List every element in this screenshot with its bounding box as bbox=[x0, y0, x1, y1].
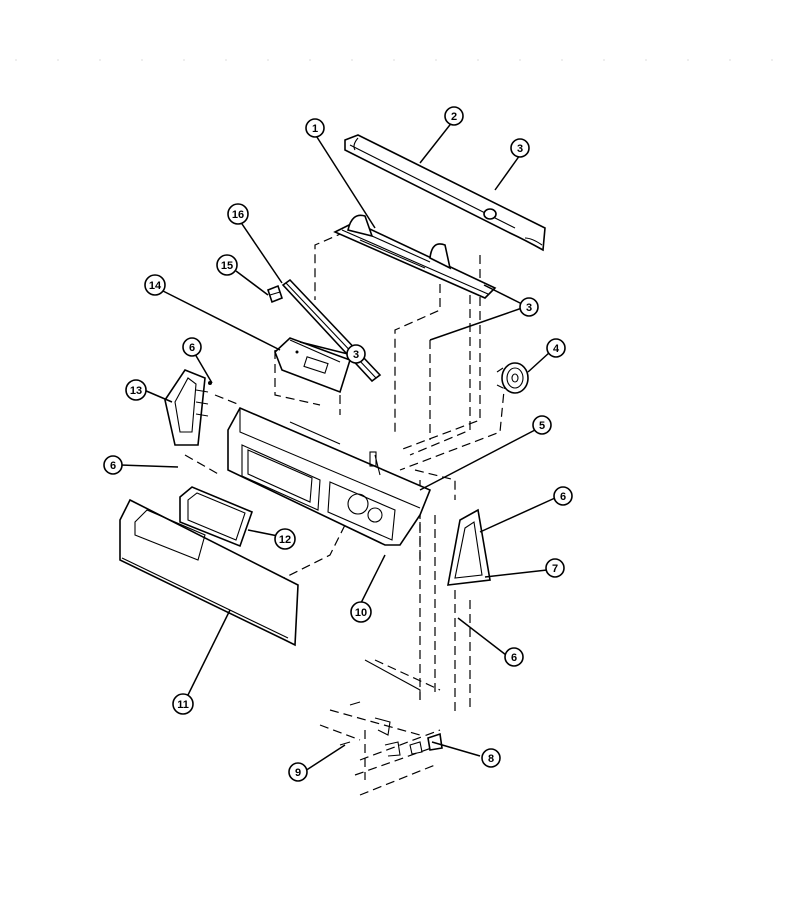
top-cover-strip bbox=[344, 134, 546, 252]
callout-7: 7 bbox=[545, 558, 565, 578]
control-knob bbox=[496, 362, 529, 394]
callout-8-label: 8 bbox=[488, 753, 494, 765]
callout-3-top: 3 bbox=[510, 138, 530, 158]
callout-12-label: 12 bbox=[279, 534, 291, 546]
callout-6-left-bottom-label: 6 bbox=[110, 460, 116, 472]
callout-7-label: 7 bbox=[552, 563, 558, 575]
callout-5-label: 5 bbox=[539, 420, 545, 432]
callout-6-right-bottom-label: 6 bbox=[511, 652, 517, 664]
callout-6-right-top-label: 6 bbox=[560, 491, 566, 503]
right-end-cap bbox=[447, 508, 491, 586]
callout-3-right-label: 3 bbox=[526, 302, 532, 314]
leader-lines bbox=[119, 120, 556, 772]
callout-5: 5 bbox=[532, 415, 552, 435]
left-end-cap bbox=[164, 369, 212, 446]
callout-6-right-top: 6 bbox=[553, 486, 573, 506]
hinge-bracket-bar bbox=[333, 214, 497, 299]
window-lens bbox=[179, 486, 254, 548]
callout-3-module: 3 bbox=[346, 344, 366, 364]
lower-bracket-assembly bbox=[339, 659, 443, 757]
callout-10-label: 10 bbox=[355, 607, 367, 619]
callout-2: 2 bbox=[444, 106, 464, 126]
callout-16-label: 16 bbox=[232, 209, 244, 221]
callout-9-label: 9 bbox=[295, 767, 301, 779]
callout-6-left-top-label: 6 bbox=[189, 342, 195, 354]
callout-16: 16 bbox=[227, 203, 249, 225]
callout-11: 11 bbox=[172, 693, 194, 715]
callout-3-right: 3 bbox=[519, 297, 539, 317]
callout-1-label: 1 bbox=[312, 123, 318, 135]
small-clip bbox=[267, 284, 283, 304]
callout-4-label: 4 bbox=[553, 343, 560, 355]
callout-9: 9 bbox=[288, 762, 308, 782]
assembly-guide-lines bbox=[184, 231, 506, 796]
callout-6-left-top: 6 bbox=[182, 337, 202, 357]
callout-10: 10 bbox=[350, 601, 372, 623]
main-console-panel bbox=[227, 406, 432, 546]
control-module bbox=[274, 337, 351, 394]
callout-2-label: 2 bbox=[451, 111, 457, 123]
callout-6-left-bottom: 6 bbox=[103, 455, 123, 475]
callout-6-right-bottom: 6 bbox=[504, 647, 524, 667]
callout-14: 14 bbox=[144, 274, 166, 296]
callout-11-label: 11 bbox=[177, 699, 189, 711]
callout-15: 15 bbox=[216, 254, 238, 276]
callout-3-module-label: 3 bbox=[353, 349, 359, 361]
callout-14-label: 14 bbox=[149, 280, 162, 292]
callout-13-label: 13 bbox=[130, 385, 142, 397]
callout-12: 12 bbox=[274, 528, 296, 550]
callout-8: 8 bbox=[481, 748, 501, 768]
callout-15-label: 15 bbox=[221, 260, 233, 272]
callout-1: 1 bbox=[305, 118, 325, 138]
callout-3-top-label: 3 bbox=[517, 143, 523, 155]
callout-13: 13 bbox=[125, 379, 147, 401]
callout-4: 4 bbox=[546, 338, 566, 358]
front-panel-overlay bbox=[119, 498, 299, 647]
